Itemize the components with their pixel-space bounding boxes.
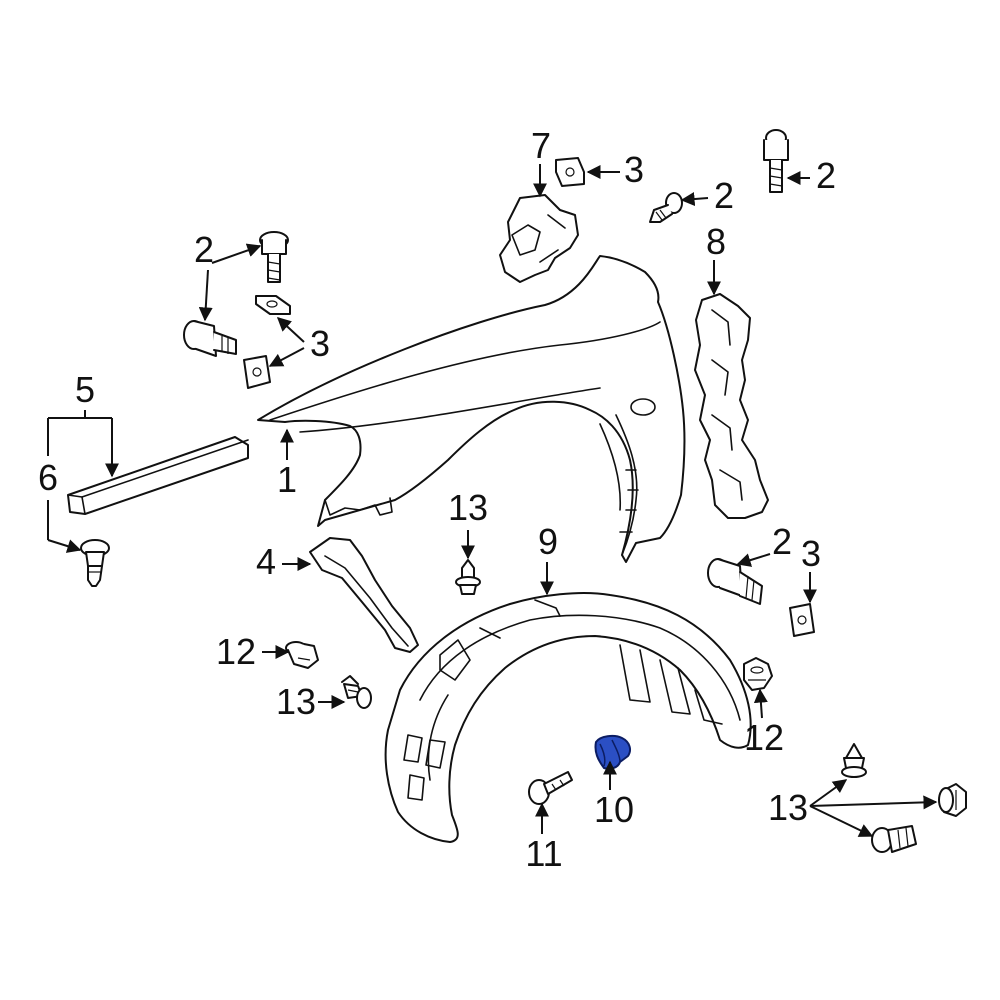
callout-3-top-left: 3 (310, 323, 330, 364)
callout-2-top-left: 2 (194, 229, 214, 270)
clip-right-part[interactable] (743, 657, 773, 691)
rivet-group-c-part[interactable] (871, 825, 917, 853)
rivet-group-b-part[interactable] (938, 783, 967, 817)
callout-13-group: 13 (768, 787, 808, 828)
callouts: 1 2 3 5 6 7 3 2 2 8 4 13 9 2 3 12 13 12 … (38, 125, 836, 874)
callout-10: 10 (594, 789, 634, 830)
rivet-top-part[interactable] (455, 559, 481, 595)
callout-3-right: 3 (801, 533, 821, 574)
callout-13-top: 13 (448, 487, 488, 528)
bolt-top-left-part[interactable] (259, 231, 289, 283)
callout-2-top-right: 2 (816, 155, 836, 196)
fender-part[interactable] (257, 255, 686, 563)
upper-insulator-part[interactable] (499, 194, 579, 283)
callout-11: 11 (525, 833, 562, 874)
nut-top-mid-part[interactable] (555, 157, 585, 187)
clip-left-part[interactable] (285, 641, 319, 669)
leader-lines (47, 164, 938, 837)
grommet-part[interactable] (594, 734, 631, 770)
callout-12-right: 12 (744, 717, 784, 758)
brace-part[interactable] (309, 537, 419, 653)
callout-12-left: 12 (216, 631, 256, 672)
side-insulator-part[interactable] (694, 293, 769, 519)
rivet-group-a-part[interactable] (841, 743, 867, 778)
molding-part[interactable] (67, 436, 249, 515)
callout-13-left: 13 (276, 681, 316, 722)
nut-right-part[interactable] (789, 603, 815, 637)
bolt-top-mid-part[interactable] (649, 192, 683, 223)
callout-7: 7 (531, 125, 551, 166)
bolt-flange-left-part[interactable] (183, 320, 237, 357)
callout-8: 8 (706, 221, 726, 262)
bolt-right-part[interactable] (707, 558, 763, 605)
callout-5: 5 (75, 369, 95, 410)
callout-9: 9 (538, 521, 558, 562)
callout-3-top-mid: 3 (624, 149, 644, 190)
nut-left-part[interactable] (243, 355, 271, 389)
screw-part[interactable] (528, 771, 573, 805)
rivet-left-part[interactable] (341, 675, 372, 709)
callout-4: 4 (256, 541, 276, 582)
callout-1: 1 (277, 459, 297, 500)
callout-2-top-mid: 2 (714, 175, 734, 216)
callout-2-right: 2 (772, 521, 792, 562)
fender-liner-part[interactable] (384, 592, 752, 843)
clip-molding-part[interactable] (80, 539, 110, 587)
callout-6: 6 (38, 457, 58, 498)
bolt-top-right-part[interactable] (763, 129, 789, 193)
nut-top-left-part[interactable] (255, 295, 291, 315)
